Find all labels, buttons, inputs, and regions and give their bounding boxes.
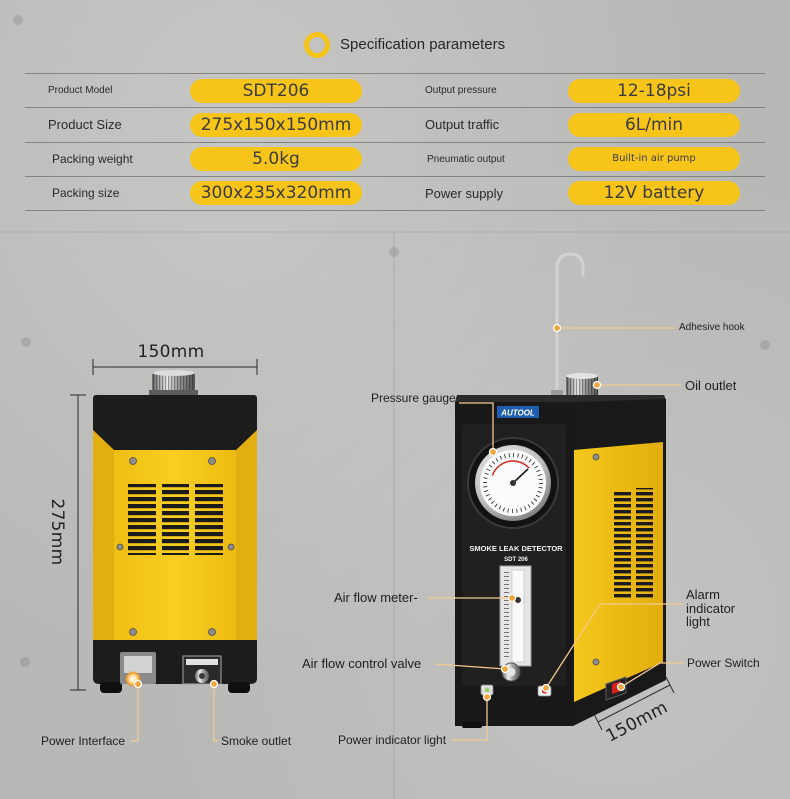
top-cover	[93, 395, 257, 455]
foot-left	[100, 682, 122, 693]
ring-icon	[304, 32, 330, 58]
spec-row: Packing size 300x235x320mm Power supply …	[25, 177, 765, 211]
left-side-panel	[93, 430, 114, 650]
callout-dots	[133, 323, 626, 702]
spec-value-pill: 12-18psi	[568, 78, 740, 103]
spec-row: Product Size 275x150x150mm Output traffi…	[25, 108, 765, 143]
adhesive-hook	[551, 252, 585, 398]
concrete-form-holes	[13, 15, 770, 667]
brand-text: AUTOOL	[500, 409, 535, 418]
device-front-view: AUTOOL SMOKE LEAK DETECTOR SDT 206	[455, 252, 666, 728]
spec-table: Product Model SDT206 Output pressure 12-…	[25, 73, 765, 211]
page-title: Specification parameters	[340, 36, 506, 53]
oil-outlet-cap	[566, 373, 598, 396]
leader-alarm-indicator-light	[545, 603, 683, 689]
leader-air-flow-control-valve	[434, 663, 506, 670]
spec-label: Power supply	[425, 185, 504, 201]
spec-label: Packing weight	[52, 151, 133, 166]
spec-label: Product Model	[48, 85, 113, 96]
spec-value-pill: 12V battery	[568, 181, 740, 206]
panel-screws	[116, 457, 235, 636]
callout-adhesive-hook: Adhesive hook	[679, 322, 745, 333]
smoke-outlet-port	[182, 655, 222, 685]
leader-pressure-gauge	[459, 402, 494, 452]
top-knob	[149, 370, 198, 396]
spec-value-pill: 300x235x320mm	[190, 181, 362, 206]
callout-air-flow-control-valve: Air flow control valve	[302, 656, 422, 671]
side-vents	[614, 488, 653, 600]
spec-row: Packing weight 5.0kg Pneumatic output Bu…	[25, 143, 765, 177]
bottom-base	[93, 640, 257, 684]
spec-value-pill: 275x150x150mm	[190, 112, 362, 137]
product-model-label: SDT 206	[504, 557, 528, 563]
spec-label: Pneumatic output	[427, 153, 505, 165]
spec-label: Output traffic	[425, 117, 500, 133]
callout-air-flow-meter: Air flow meter-	[334, 590, 418, 605]
spec-value-pill: Built-in air pump	[568, 147, 740, 171]
callout-leaders	[130, 327, 684, 742]
callout-pressure-gauge: Pressure gauge	[371, 391, 456, 405]
pressure-gauge	[467, 437, 559, 529]
gauge-needle	[512, 468, 529, 484]
spec-label: Product Size	[48, 117, 122, 133]
side-screws	[592, 453, 600, 666]
callout-oil-outlet: Oil outlet	[685, 378, 737, 393]
callout-smoke-outlet: Smoke outlet	[221, 734, 292, 748]
spec-row: Product Model SDT206 Output pressure 12-…	[25, 74, 765, 109]
leader-smoke-outlet	[213, 684, 219, 742]
leader-power-indicator-light	[452, 697, 488, 741]
concrete-wall-seams	[0, 231, 790, 799]
callout-power-switch: Power Switch	[687, 656, 760, 670]
brand-badge: AUTOOL	[497, 406, 539, 418]
foot-right	[228, 682, 250, 693]
callout-power-interface: Power Interface	[41, 734, 126, 748]
callout-alarm-indicator-light: Alarm indicator light	[686, 587, 736, 629]
dimension-lines	[70, 359, 675, 731]
rear-vents	[128, 484, 223, 555]
spec-value-pill: 5.0kg	[190, 147, 362, 171]
spec-value-pill: 6L/min	[568, 112, 740, 137]
dimension-height-label: 275mm	[47, 498, 67, 566]
callout-power-indicator-light: Power indicator light	[338, 733, 447, 747]
dimension-width-label: 150mm	[137, 342, 205, 362]
device-back-view	[93, 370, 257, 693]
leader-power-switch	[620, 662, 684, 688]
power-switch	[605, 676, 627, 701]
leader-power-interface	[130, 684, 139, 742]
product-name-label: SMOKE LEAK DETECTOR	[469, 544, 563, 553]
spec-label: Packing size	[52, 185, 120, 200]
spec-value-pill: SDT206	[190, 78, 362, 103]
right-side-panel	[236, 430, 257, 650]
air-flow-meter	[499, 565, 532, 667]
front-foot	[462, 722, 482, 728]
spec-label: Output pressure	[425, 85, 497, 96]
